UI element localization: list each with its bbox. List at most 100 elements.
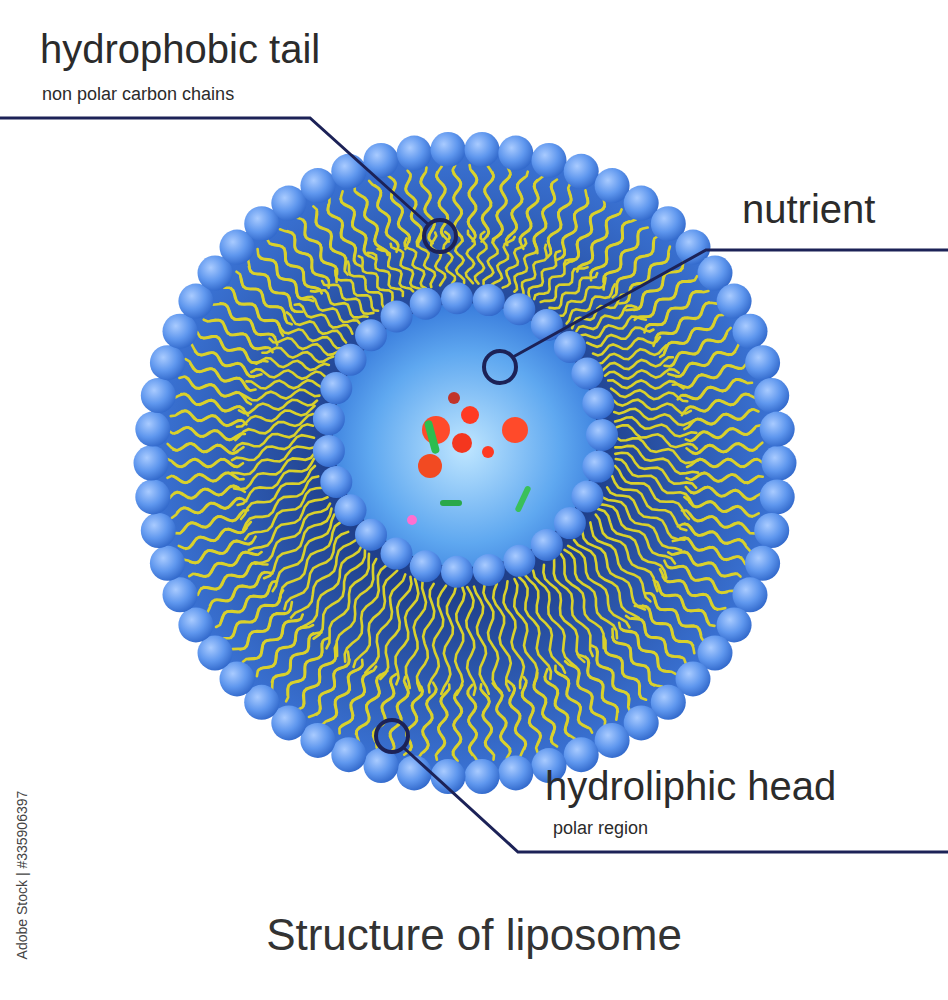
lipid-head: [586, 419, 618, 451]
part-label: nutrient: [742, 186, 875, 232]
nutrient-blob: [502, 417, 528, 443]
lipid-tail: [482, 166, 493, 236]
lipid-tail: [603, 497, 682, 550]
part-label: hydroliphic head: [545, 763, 836, 809]
lipid-tail: [240, 276, 291, 324]
lipid-head: [313, 435, 345, 467]
lipid-tail: [327, 554, 370, 649]
lipid-tail: [604, 228, 648, 282]
lipid-tail: [466, 587, 475, 695]
lipid-head: [410, 288, 442, 320]
lipid-head: [397, 755, 432, 790]
lipid-tail: [238, 459, 314, 505]
lipid-head: [150, 546, 185, 581]
part-sublabel: polar region: [553, 818, 648, 839]
lipid-tail: [591, 219, 637, 273]
lipid-head: [313, 403, 345, 435]
lipid-tail: [239, 400, 317, 413]
lipid-head: [163, 577, 198, 612]
lipid-tail: [279, 523, 340, 602]
lipid-tail: [687, 473, 757, 483]
lipid-tail: [534, 184, 555, 253]
lipid-tail: [391, 244, 421, 289]
lipid-tail: [337, 559, 377, 656]
lipid-head: [498, 136, 533, 171]
lipid-tail: [285, 532, 349, 609]
lipid-tail: [181, 394, 248, 416]
lipid-head: [762, 446, 797, 481]
nutrient-rod: [424, 420, 441, 455]
lipid-head: [754, 378, 789, 413]
lipid-tail: [368, 253, 403, 296]
lipid-tail: [235, 414, 313, 440]
lipid-head: [532, 143, 567, 178]
lipid-head: [271, 186, 306, 221]
lipid-head: [410, 550, 442, 582]
leader-lines: [0, 118, 948, 852]
lipid-tail: [600, 504, 675, 563]
part-sublabel: non polar carbon chains: [42, 84, 234, 105]
lipid-head: [178, 607, 213, 642]
lipid-head: [381, 538, 413, 570]
lipid-tail: [173, 443, 243, 453]
lipid-head: [331, 737, 366, 772]
lipid-tail: [195, 552, 262, 577]
watermark: Adobe Stock | #335906397: [14, 791, 30, 960]
nutrient-blob: [448, 392, 460, 404]
lipid-tail: [591, 646, 629, 705]
lipid-head: [717, 284, 752, 319]
lipid-head: [355, 319, 387, 351]
lipid-tail: [441, 587, 456, 694]
lipid-head: [150, 345, 185, 380]
lipid-tail: [258, 249, 306, 300]
lipid-tail: [345, 565, 387, 662]
lipid-head: [571, 481, 603, 513]
nutrient-blob: [461, 406, 479, 424]
lipid-tail: [231, 288, 283, 336]
lipid-tail: [405, 238, 426, 288]
lipid-tail: [210, 320, 273, 352]
lipid-head: [595, 168, 630, 203]
lipid-tail: [255, 504, 330, 564]
lipid-tail: [186, 522, 251, 549]
lipid-head: [465, 759, 500, 794]
lipid-tail: [587, 328, 653, 347]
lipid-head: [134, 446, 169, 481]
lipid-head: [397, 136, 432, 171]
lipid-tail: [468, 171, 477, 241]
lipid-head: [163, 314, 198, 349]
lipid-tail: [455, 587, 464, 695]
lipid-tail: [611, 389, 687, 402]
leader-ring: [484, 351, 516, 383]
lipid-head: [760, 412, 795, 447]
lipid-head: [595, 723, 630, 758]
lipid-tail: [207, 572, 264, 613]
lipid-tail: [181, 510, 248, 532]
lipid-tail: [248, 259, 295, 312]
lipid-tail: [224, 597, 281, 638]
nutrient-blob: [418, 454, 442, 478]
lipid-tail: [356, 192, 388, 255]
lipid-tail: [190, 364, 255, 391]
lipid-tail: [249, 497, 328, 550]
lipid-head: [355, 519, 387, 551]
lipid-head: [135, 479, 170, 514]
lipid-tail: [577, 214, 618, 271]
lipid-tail: [483, 586, 500, 693]
lipid-tail: [545, 677, 577, 740]
lipid-head: [473, 554, 505, 586]
lipid-tail: [474, 587, 489, 694]
lipid-head: [441, 282, 473, 314]
lipid-tail: [484, 234, 501, 284]
lipid-tail: [555, 666, 588, 728]
lipid-tail: [249, 615, 303, 660]
lipid-head: [473, 284, 505, 316]
lipid-tail: [548, 190, 572, 257]
nutrient-blob: [482, 446, 494, 458]
lipid-tail: [466, 231, 475, 283]
lipid-tail: [635, 281, 694, 320]
lipid-tail: [259, 625, 314, 670]
lipid-tail: [177, 411, 246, 426]
lipid-tail: [437, 685, 450, 754]
